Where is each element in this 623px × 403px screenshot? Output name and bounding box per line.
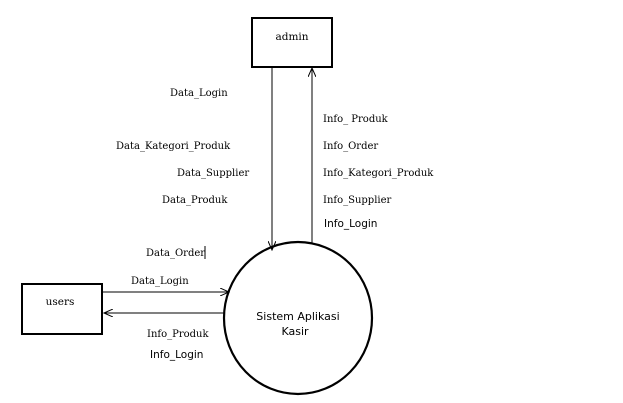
process-label-line2: Kasir (281, 325, 309, 338)
flow-label: Data_Kategori_Produk (116, 141, 231, 152)
process-label-line1: Sistem Aplikasi (256, 310, 339, 323)
users-entity: users (21, 283, 103, 335)
flow-label: Info_Order (323, 141, 378, 152)
flow-label: Data_Order (146, 248, 205, 259)
flow-label: Info_Login (150, 349, 203, 361)
process-sistem-aplikasi-kasir: Sistem Aplikasi Kasir (222, 240, 374, 396)
flow-label: Info_ Produk (323, 114, 389, 125)
flow-label: Info_Produk (147, 329, 209, 340)
flow-label: Data_Produk (162, 195, 228, 206)
flow-label: Data_Login (170, 88, 228, 99)
flow-label: Info_Supplier (323, 195, 392, 206)
flow-label: Data_Supplier (177, 168, 249, 179)
flow-label: Info_Login (324, 218, 377, 230)
flow-label: Data_Login (131, 276, 189, 287)
admin-entity-label: admin (275, 31, 308, 43)
flow-label: Info_Kategori_Produk (323, 168, 434, 179)
users-entity-label: users (46, 296, 75, 308)
admin-entity: admin (251, 17, 333, 68)
